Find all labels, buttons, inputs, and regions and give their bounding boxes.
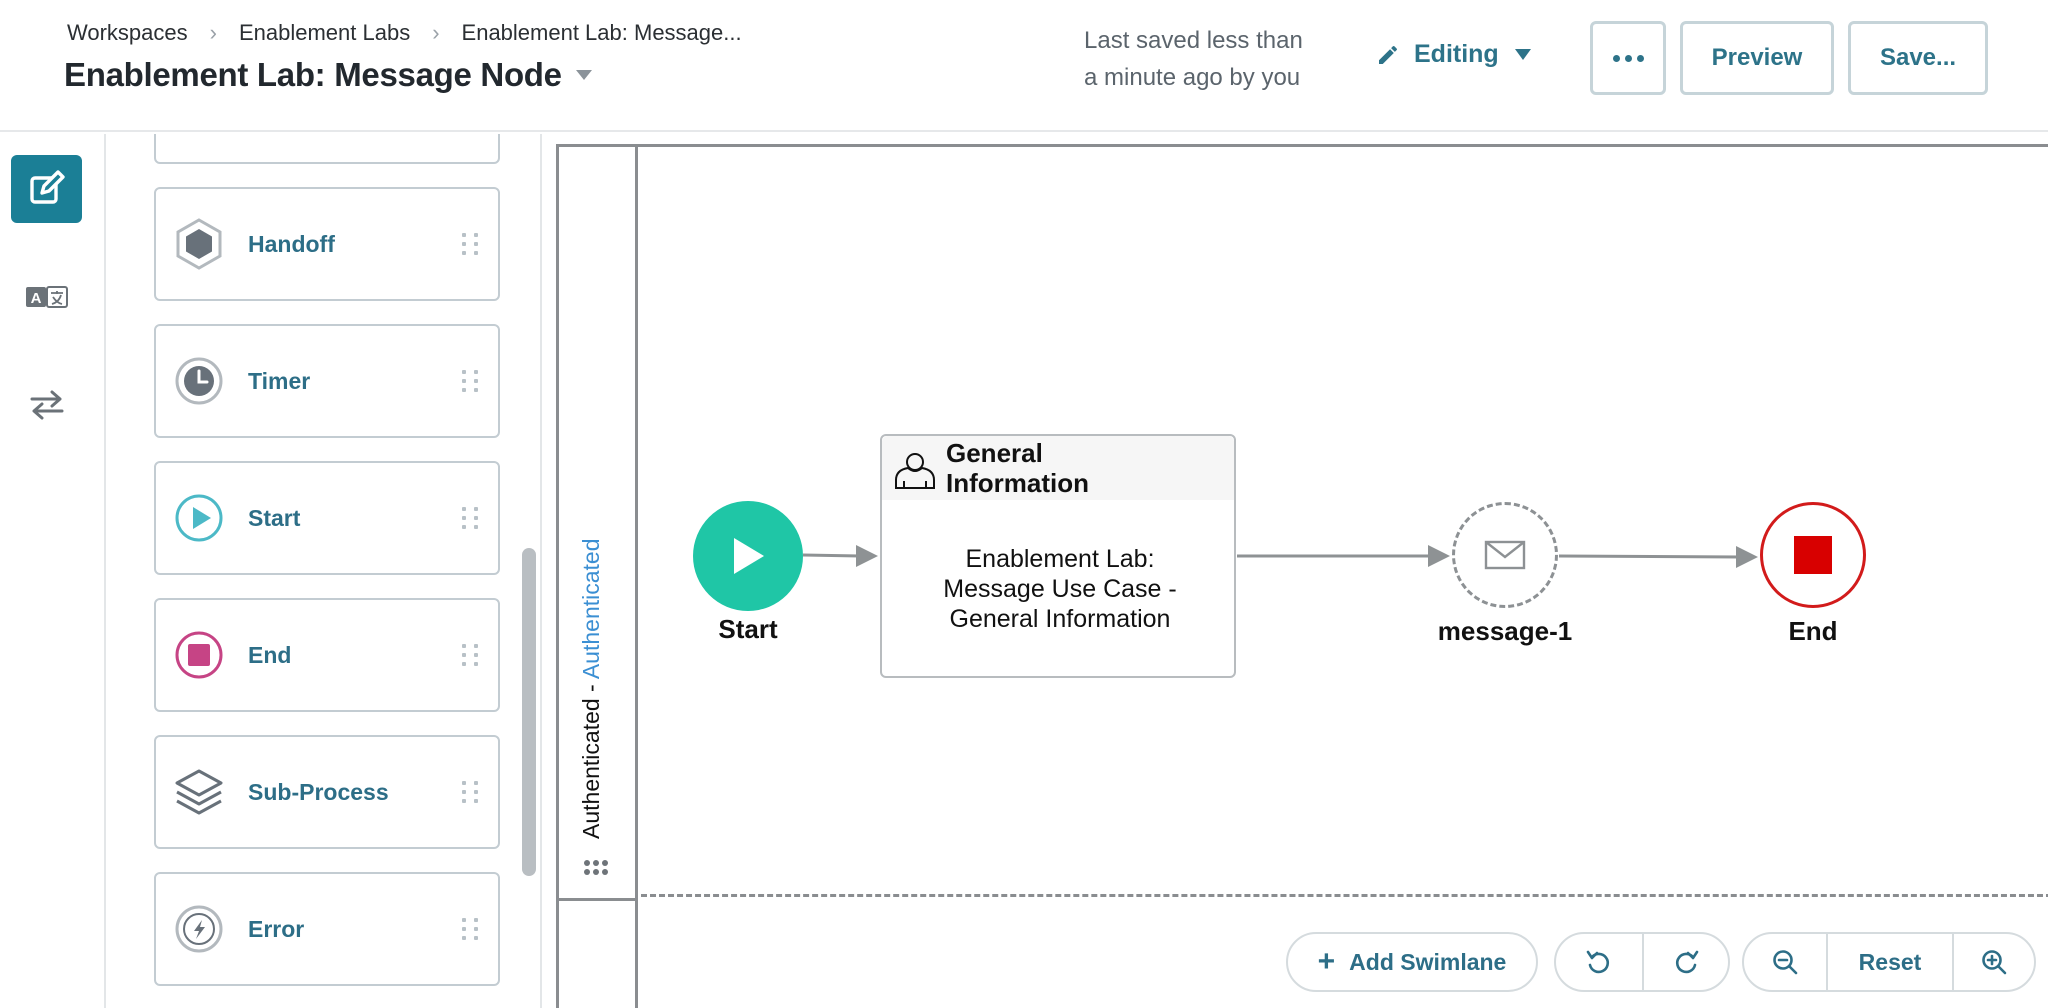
palette-item-label: Start xyxy=(248,504,301,531)
flow-message-to-end[interactable] xyxy=(1558,546,1758,568)
palette-item-label: Sub-Process xyxy=(248,778,389,805)
task-description-line-1: Enablement Lab: xyxy=(965,545,1155,573)
mode-dropdown[interactable]: Editing xyxy=(1376,40,1531,69)
task-title-line-1: General xyxy=(946,438,1043,468)
redo-button[interactable] xyxy=(1642,934,1728,990)
svg-text:A: A xyxy=(30,290,41,307)
last-saved-status: Last saved less than a minute ago by you xyxy=(1084,22,1303,96)
plus-icon: + xyxy=(1317,945,1336,978)
breadcrumb-workspaces[interactable]: Workspaces xyxy=(67,20,188,45)
zoom-controls: Reset xyxy=(1742,932,2036,992)
flow-start-to-task[interactable] xyxy=(802,545,878,567)
user-icon xyxy=(895,453,935,489)
swap-arrows-icon xyxy=(30,390,63,420)
drag-handle-icon[interactable] xyxy=(462,918,480,940)
drag-handle-icon[interactable] xyxy=(462,370,480,392)
breadcrumb: Workspaces › Enablement Labs › Enablemen… xyxy=(67,20,742,46)
caret-down-icon[interactable] xyxy=(575,70,592,80)
pencil-icon xyxy=(1379,45,1397,64)
start-event-node[interactable] xyxy=(693,501,803,611)
redo-icon xyxy=(1675,950,1699,974)
process-canvas[interactable]: Authenticated - Authenticated Start xyxy=(544,134,2048,1008)
breadcrumb-enablement-labs[interactable]: Enablement Labs xyxy=(238,20,411,45)
end-event-label: End xyxy=(1788,616,1838,646)
more-options-button[interactable] xyxy=(1590,21,1666,95)
palette-item-sub-process[interactable]: Sub-Process xyxy=(154,735,500,849)
last-saved-line-2: a minute ago by you xyxy=(1084,64,1301,91)
left-rail: A xyxy=(0,134,106,1008)
drag-handle-icon[interactable] xyxy=(462,507,480,529)
rail-edit-button[interactable] xyxy=(11,155,82,223)
undo-icon xyxy=(1586,950,1610,974)
palette-item-label: Timer xyxy=(248,367,311,394)
palette-item-start[interactable]: Start xyxy=(154,461,500,575)
sequence-flows xyxy=(802,545,1758,568)
palette-item-end[interactable]: End xyxy=(154,598,500,712)
palette-item-label: End xyxy=(248,641,292,668)
play-circle-icon xyxy=(172,491,226,545)
node-palette: Handoff Timer Start End Sub-Process xyxy=(108,134,542,1008)
palette-card-partial[interactable] xyxy=(154,134,500,164)
zoom-out-button[interactable] xyxy=(1744,934,1826,990)
swimlane-divider xyxy=(641,894,2048,897)
task-description: Enablement Lab: Message Use Case - Gener… xyxy=(892,544,1228,634)
zoom-out-icon xyxy=(1773,950,1798,975)
translate-icon: A xyxy=(25,286,68,308)
start-event-label: Start xyxy=(718,614,778,644)
caret-down-icon xyxy=(1514,49,1531,60)
page-title-text: Enablement Lab: Message Node xyxy=(64,56,562,93)
reset-zoom-button[interactable]: Reset xyxy=(1826,934,1952,990)
add-swimlane-button[interactable]: + Add Swimlane xyxy=(1286,932,1538,992)
task-description-line-3: General Information xyxy=(949,605,1171,633)
page-title[interactable]: Enablement Lab: Message Node xyxy=(64,56,592,94)
palette-item-label: Error xyxy=(248,915,305,942)
play-icon xyxy=(734,538,764,574)
history-controls xyxy=(1554,932,1730,992)
rail-swap-button[interactable] xyxy=(11,371,82,439)
task-description-line-2: Message Use Case - xyxy=(943,575,1177,603)
add-swimlane-label: Add Swimlane xyxy=(1349,948,1507,975)
drag-handle-icon[interactable] xyxy=(462,644,480,666)
rail-translate-button[interactable]: A xyxy=(11,263,82,331)
pool-border xyxy=(556,144,2048,1008)
lightning-circle-icon xyxy=(172,902,226,956)
task-title-line-2: Information xyxy=(946,468,1089,498)
last-saved-line-1: Last saved less than xyxy=(1084,27,1303,54)
swimlane-drag-handle-icon[interactable] xyxy=(584,860,608,875)
stop-circle-icon xyxy=(172,628,226,682)
flow-task-to-message[interactable] xyxy=(1237,545,1450,567)
swimlane-header[interactable] xyxy=(556,144,638,898)
drag-handle-icon[interactable] xyxy=(462,781,480,803)
swimlane-header-next[interactable] xyxy=(556,898,638,1008)
palette-scrollbar[interactable] xyxy=(522,548,536,876)
palette-item-error[interactable]: Error xyxy=(154,872,500,986)
edit-icon xyxy=(29,170,65,204)
drag-handle-icon[interactable] xyxy=(462,233,480,255)
message-event-label: message-1 xyxy=(1437,616,1573,646)
zoom-in-icon xyxy=(1982,950,2007,975)
breadcrumb-current-page: Enablement Lab: Message... xyxy=(461,20,742,45)
end-event-node[interactable] xyxy=(1760,502,1866,608)
task-title: General Information xyxy=(946,438,1146,498)
zoom-in-button[interactable] xyxy=(1952,934,2034,990)
message-event-node[interactable] xyxy=(1452,502,1558,608)
envelope-icon xyxy=(1484,540,1526,570)
palette-item-handoff[interactable]: Handoff xyxy=(154,187,500,301)
app-header: Workspaces › Enablement Labs › Enablemen… xyxy=(0,0,2048,132)
hexagon-icon xyxy=(172,217,226,271)
undo-button[interactable] xyxy=(1556,934,1642,990)
mode-label: Editing xyxy=(1414,40,1499,68)
more-horizontal-icon xyxy=(1612,54,1644,62)
preview-button[interactable]: Preview xyxy=(1680,21,1834,95)
chevron-right-icon: › xyxy=(432,20,440,45)
palette-item-timer[interactable]: Timer xyxy=(154,324,500,438)
chevron-right-icon: › xyxy=(209,20,217,45)
clock-icon xyxy=(172,354,226,408)
save-button[interactable]: Save... xyxy=(1848,21,1988,95)
layers-icon xyxy=(172,765,226,819)
stop-icon xyxy=(1794,536,1832,574)
user-task-node[interactable]: General Information Enablement Lab: Mess… xyxy=(880,434,1236,678)
palette-item-label: Handoff xyxy=(248,230,335,257)
task-header xyxy=(882,436,1234,500)
